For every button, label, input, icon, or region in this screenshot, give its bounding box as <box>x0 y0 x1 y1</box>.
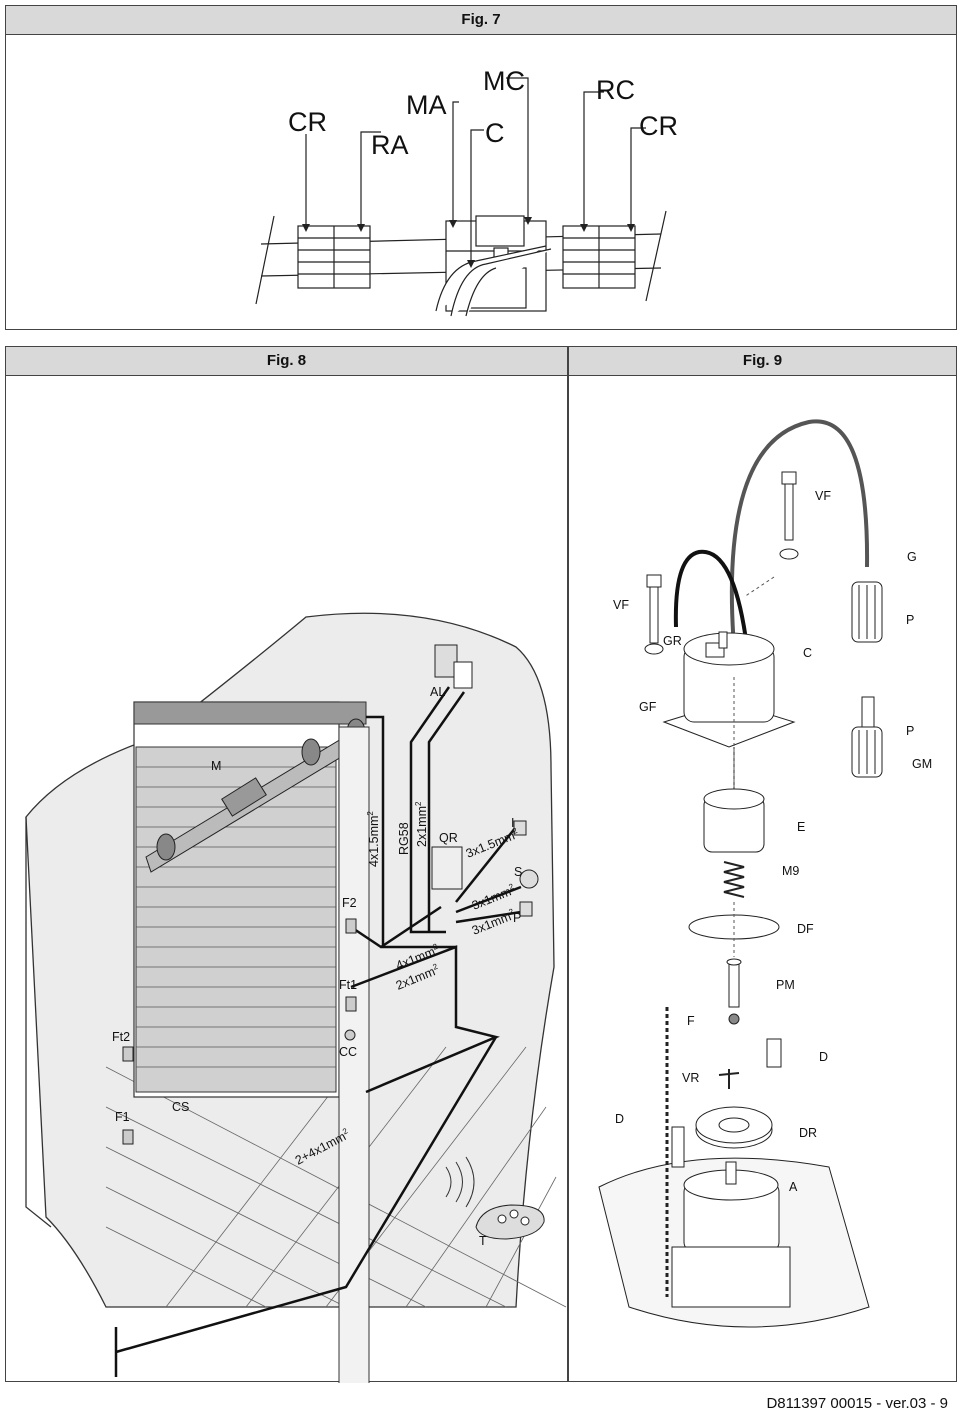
fig9-coupler-e <box>703 747 765 853</box>
fig8-power-supply-al <box>434 644 473 689</box>
fig7-drawing: CR RA MA MC C RC CR <box>255 66 678 317</box>
fig8-receiver-qr <box>431 846 463 890</box>
fig7-cr-left-block <box>297 225 371 289</box>
fig9-disc-dr <box>695 1106 773 1149</box>
fig9-label-vf-top: VF <box>815 489 831 503</box>
fig8-label-i: I <box>511 816 514 830</box>
fig9-screw-vr <box>718 1069 740 1089</box>
fig8-key-switch-s <box>519 869 539 889</box>
fig9-label-gf: GF <box>639 700 657 714</box>
fig7-leader-lines <box>305 77 646 264</box>
footer-doc-code: D811397 00015 - ver.03 - 9 <box>766 1395 948 1412</box>
fig9-title: Fig. 9 <box>569 347 956 376</box>
fig8-box-top <box>133 701 367 725</box>
fig9-panel: Fig. 9 <box>568 346 957 1382</box>
fig9-label-gm: GM <box>912 757 932 771</box>
fig7-label-cr-right: CR <box>639 111 678 141</box>
fig9-cable-gray <box>729 419 870 648</box>
fig8-photocell-f1 <box>122 1129 134 1145</box>
fig9-label-a: A <box>789 1180 798 1194</box>
fig9-cable-black <box>673 549 749 648</box>
fig9-label-m9: M9 <box>782 864 799 878</box>
fig9-label-dr: DR <box>799 1126 817 1140</box>
fig9-bolt-vf-left <box>644 574 664 655</box>
fig8-photocell-ft2 <box>122 1046 134 1062</box>
fig9-label-d-right: D <box>819 1050 828 1064</box>
fig8-label-cc: CC <box>339 1045 357 1059</box>
fig9-label-df: DF <box>797 922 814 936</box>
fig9-label-gr: GR <box>663 634 682 648</box>
fig7-arrowheads <box>302 217 635 268</box>
fig7-title: Fig. 7 <box>6 6 956 35</box>
fig8-label-t: T <box>479 1234 487 1248</box>
fig9-label-e: E <box>797 820 805 834</box>
fig9-label-pm: PM <box>776 978 795 992</box>
fig9-label-c: C <box>803 646 812 660</box>
fig8-cc-device <box>344 1029 356 1041</box>
fig9-weight-p-bottom <box>851 696 883 778</box>
fig7-label-c: C <box>485 118 505 148</box>
fig8-cable-label-2: RG58 <box>397 822 411 855</box>
fig9-label-d-left: D <box>615 1112 624 1126</box>
fig8-cables <box>114 686 522 1377</box>
fig9-motor-a <box>598 1157 870 1328</box>
fig8-cable-label-3: 2x1mm2 <box>414 801 429 847</box>
fig9-spacer-d-left <box>671 1126 685 1168</box>
fig8-photocell-ft1 <box>345 996 357 1012</box>
fig8-panel: Fig. 8 <box>5 346 568 1383</box>
fig9-bolt-vf-top <box>779 471 799 560</box>
fig8-remote-t <box>445 1156 545 1240</box>
fig8-wall-edge <box>25 817 52 1228</box>
fig8-label-s: S <box>514 865 522 879</box>
fig9-pin-pm <box>726 958 742 1025</box>
fig7-label-mc: MC <box>483 66 525 96</box>
fig8-button-i <box>513 820 527 836</box>
fig9-weight-p-top <box>851 581 883 643</box>
fig9-label-g: G <box>907 550 917 564</box>
fig7-label-cr-left: CR <box>288 107 327 137</box>
fig8-label-m: M <box>211 759 221 773</box>
fig7-motor-carriage <box>435 215 552 317</box>
fig9-label-vr: VR <box>682 1071 699 1085</box>
fig8-label-f2: F2 <box>342 896 357 910</box>
fig8-cable-label-1: 4x1.5mm2 <box>366 811 381 867</box>
fig8-label-p: P <box>513 911 521 925</box>
fig7-label-ra: RA <box>371 130 409 160</box>
fig8-button-p <box>519 901 533 917</box>
fig8-title: Fig. 8 <box>6 347 567 376</box>
fig8-label-ft1: Ft1 <box>339 978 357 992</box>
fig8-photocell-f2 <box>345 918 357 934</box>
fig8-drawing: M AL QR I S P F2 Ft1 Ft2 F1 CS CC T 4x1.… <box>25 612 567 1383</box>
fig8-label-qr: QR <box>439 831 458 845</box>
fig8-label-cs: CS <box>172 1100 189 1114</box>
fig9-guide-lines <box>733 576 775 957</box>
fig7-panel: Fig. 7 <box>5 5 957 330</box>
fig9-label-p: P <box>906 724 914 738</box>
fig8-label-ft2: Ft2 <box>112 1030 130 1044</box>
fig9-label-f: F <box>687 1014 695 1028</box>
fig8-label-f1: F1 <box>115 1110 130 1124</box>
fig9-label-p-top: P <box>906 613 914 627</box>
fig9-drawing: VF G VF GR C P GF P GM E M9 DF PM F D VR… <box>598 419 932 1328</box>
fig8-label-al: AL <box>430 685 445 699</box>
fig9-spring-m9 <box>723 861 745 898</box>
fig7-label-ma: MA <box>406 90 447 120</box>
fig9-motor-c <box>662 631 796 748</box>
fig7-cr-right-block <box>562 225 636 289</box>
fig9-label-vf: VF <box>613 598 629 612</box>
fig7-label-rc: RC <box>596 75 635 105</box>
fig9-spacer-d-right <box>766 1038 782 1068</box>
